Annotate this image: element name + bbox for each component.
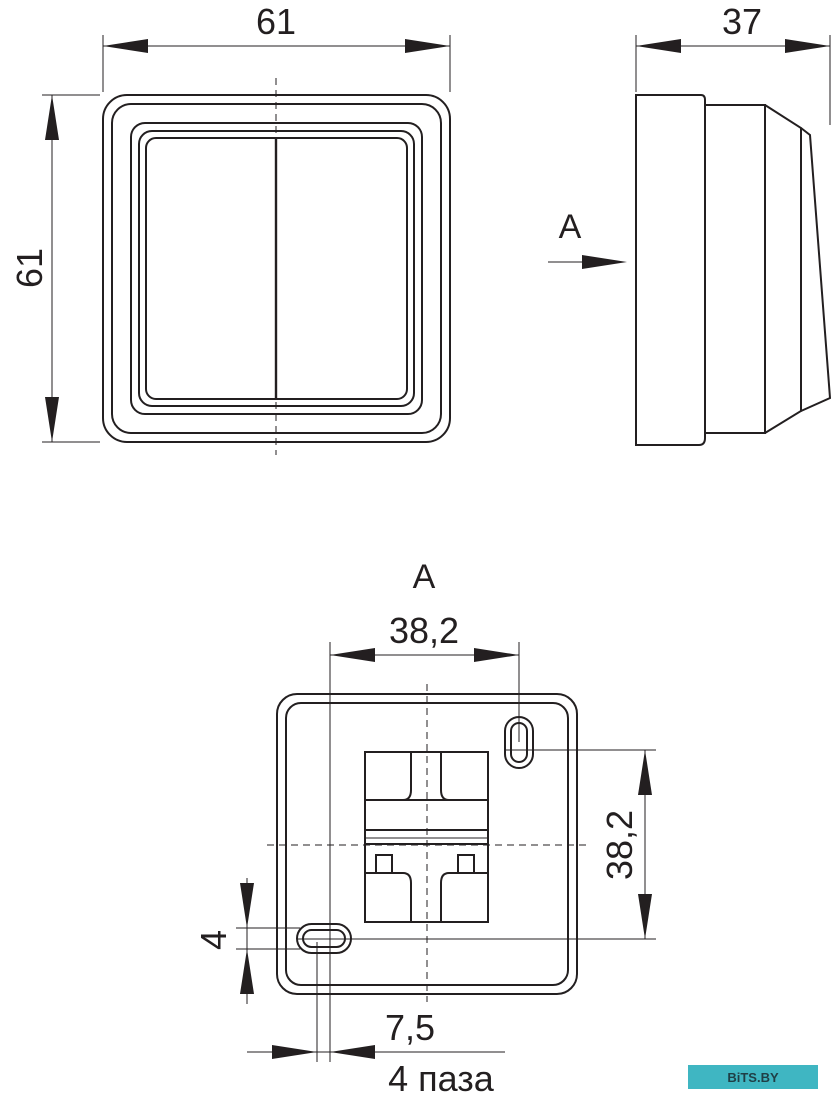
- terminal-bottom-right: [440, 872, 488, 922]
- slot-offset-dim-label: 7,5: [385, 1007, 435, 1048]
- height-dim-label: 61: [9, 248, 50, 288]
- width-arrow-right: [405, 39, 450, 53]
- hspace-arrow-left: [330, 648, 375, 662]
- slot-offset-arrow-left: [272, 1045, 317, 1059]
- side-rocker: [800, 127, 832, 412]
- base-outer: [276, 693, 578, 995]
- width-dim-label: 61: [256, 1, 296, 42]
- vspace-dim-label: 38,2: [599, 810, 640, 880]
- vspace-arrow-top: [638, 750, 652, 795]
- contact-right: [457, 854, 475, 874]
- side-view: 37 A: [548, 1, 832, 446]
- back-view: A 38,2: [193, 558, 656, 1099]
- width-arrow-left: [103, 39, 148, 53]
- side-body: [705, 104, 766, 434]
- view-arrow-head: [582, 255, 627, 269]
- terminal-bottom-left: [365, 872, 412, 922]
- back-view-title: A: [413, 558, 436, 596]
- depth-dim-label: 37: [722, 1, 762, 42]
- slot-h-dim-label: 4: [193, 930, 234, 950]
- front-view: 61 61: [9, 1, 451, 455]
- terminal-top-right: [440, 751, 488, 801]
- terminal-top-left: [365, 751, 412, 801]
- height-arrow-top: [45, 95, 59, 140]
- slot-note-label: 4 паза: [388, 1058, 495, 1099]
- slot-h-arrow-top: [240, 883, 254, 928]
- depth-arrow-right: [785, 39, 830, 53]
- hspace-arrow-right: [474, 648, 519, 662]
- depth-arrow-left: [636, 39, 681, 53]
- hspace-dim-label: 38,2: [389, 610, 459, 651]
- mechanism-bottom: [364, 843, 489, 923]
- slot-offset-arrow-right: [330, 1045, 375, 1059]
- contact-left: [375, 854, 393, 874]
- vspace-arrow-bottom: [638, 894, 652, 939]
- view-arrow-label: A: [559, 208, 582, 246]
- watermark-logo: BiTS.BY: [688, 1065, 818, 1089]
- mechanism-block: [364, 751, 489, 923]
- side-frame: [635, 94, 706, 446]
- slot-h-arrow-bottom: [240, 949, 254, 994]
- side-body-taper: [764, 104, 802, 434]
- height-arrow-bottom: [45, 397, 59, 442]
